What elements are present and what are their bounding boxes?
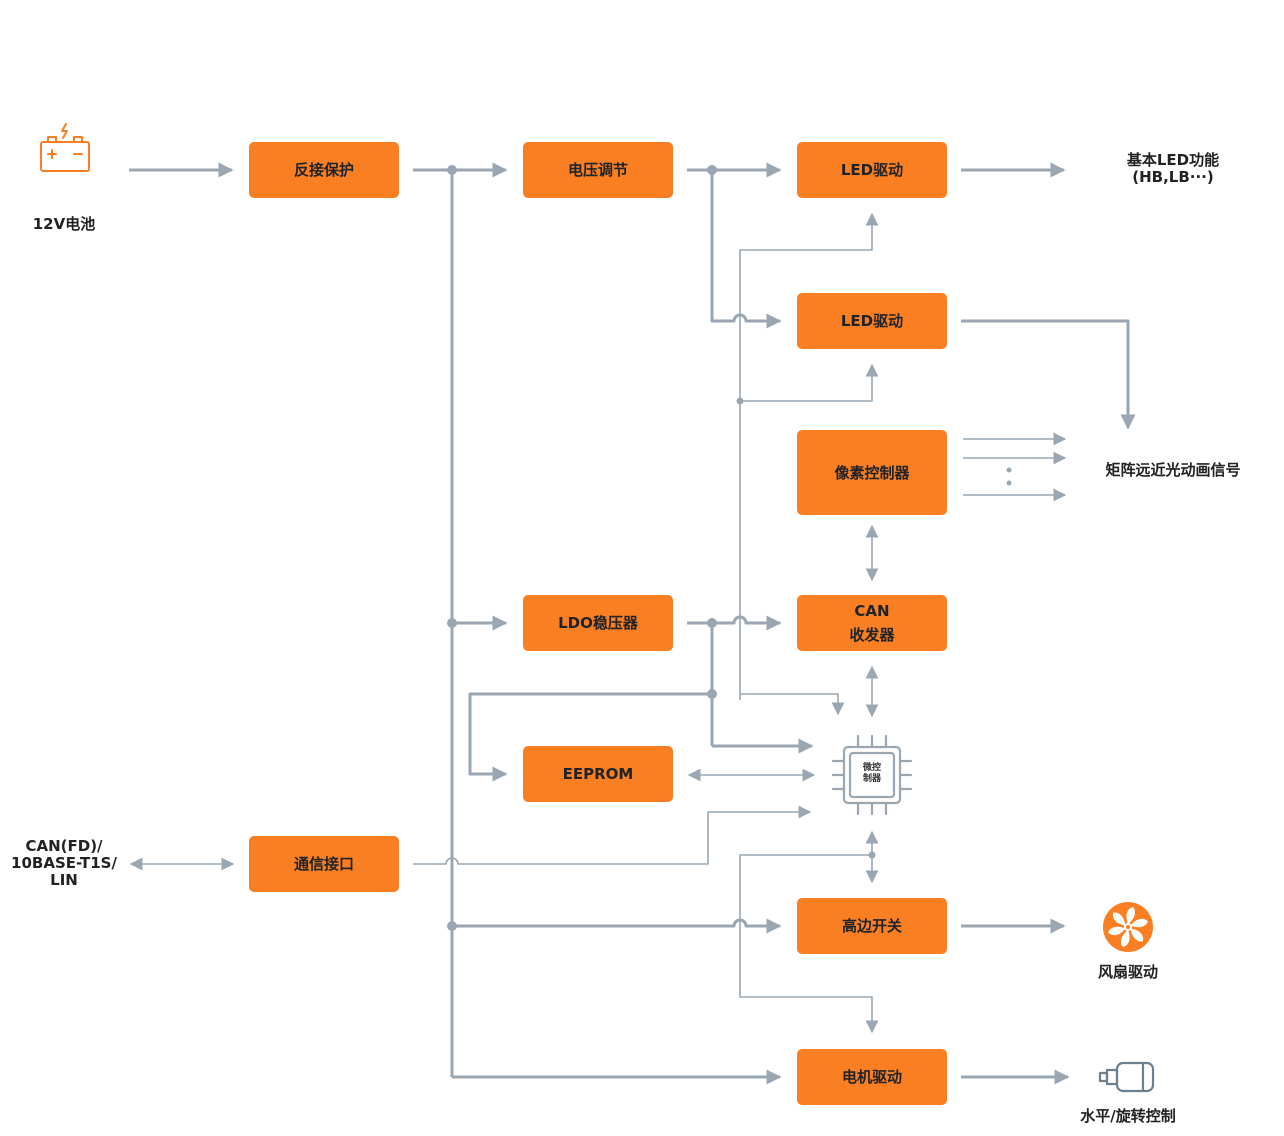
reverse-protection-label: 反接保护 xyxy=(293,161,354,179)
chip-icon xyxy=(831,734,913,816)
led-driver-block-1: LED驱动 xyxy=(797,142,947,198)
voltage-regulation-label: 电压调节 xyxy=(567,161,628,179)
motor-icon xyxy=(1098,1061,1155,1093)
high-side-switch-block: 高边开关 xyxy=(797,898,947,954)
ldo-regulator-label: LDO稳压器 xyxy=(558,614,638,632)
led-driver-block-2: LED驱动 xyxy=(797,293,947,349)
pixel-controller-block: 像素控制器 xyxy=(797,430,947,515)
microcontroller-label: 微控 制器 xyxy=(862,763,881,784)
high-side-switch-label: 高边开关 xyxy=(841,917,902,935)
comm-interface-label: 通信接口 xyxy=(293,855,354,873)
motor-driver-label: 电机驱动 xyxy=(841,1068,902,1086)
basic-led-label: 基本LED功能 (HB,LB···) xyxy=(1126,151,1220,186)
voltage-regulation-block: 电压调节 xyxy=(523,142,673,198)
reverse-protection-block: 反接保护 xyxy=(249,142,399,198)
battery-label: 12V电池 xyxy=(32,215,96,233)
ldo-regulator-block: LDO稳压器 xyxy=(523,595,673,651)
can-transceiver-block: CAN 收发器 xyxy=(797,595,947,651)
led-driver-label-1: LED驱动 xyxy=(840,161,904,179)
eeprom-label: EEPROM xyxy=(562,765,634,783)
eeprom-block: EEPROM xyxy=(523,746,673,802)
led-driver-label-2: LED驱动 xyxy=(840,312,904,330)
bus-interface-label: CAN(FD)/ 10BASE-T1S/ LIN xyxy=(11,837,117,889)
motor-driver-block: 电机驱动 xyxy=(797,1049,947,1105)
matrix-signals-label: 矩阵远近光动画信号 xyxy=(1105,461,1241,479)
pixel-controller-label: 像素控制器 xyxy=(834,463,910,482)
battery-icon xyxy=(40,123,90,172)
motor-label: 水平/旋转控制 xyxy=(1080,1107,1176,1125)
fan-icon xyxy=(1103,902,1153,952)
comm-interface-block: 通信接口 xyxy=(249,836,399,892)
fan-label: 风扇驱动 xyxy=(1097,963,1158,981)
can-transceiver-label: CAN 收发器 xyxy=(849,602,895,644)
